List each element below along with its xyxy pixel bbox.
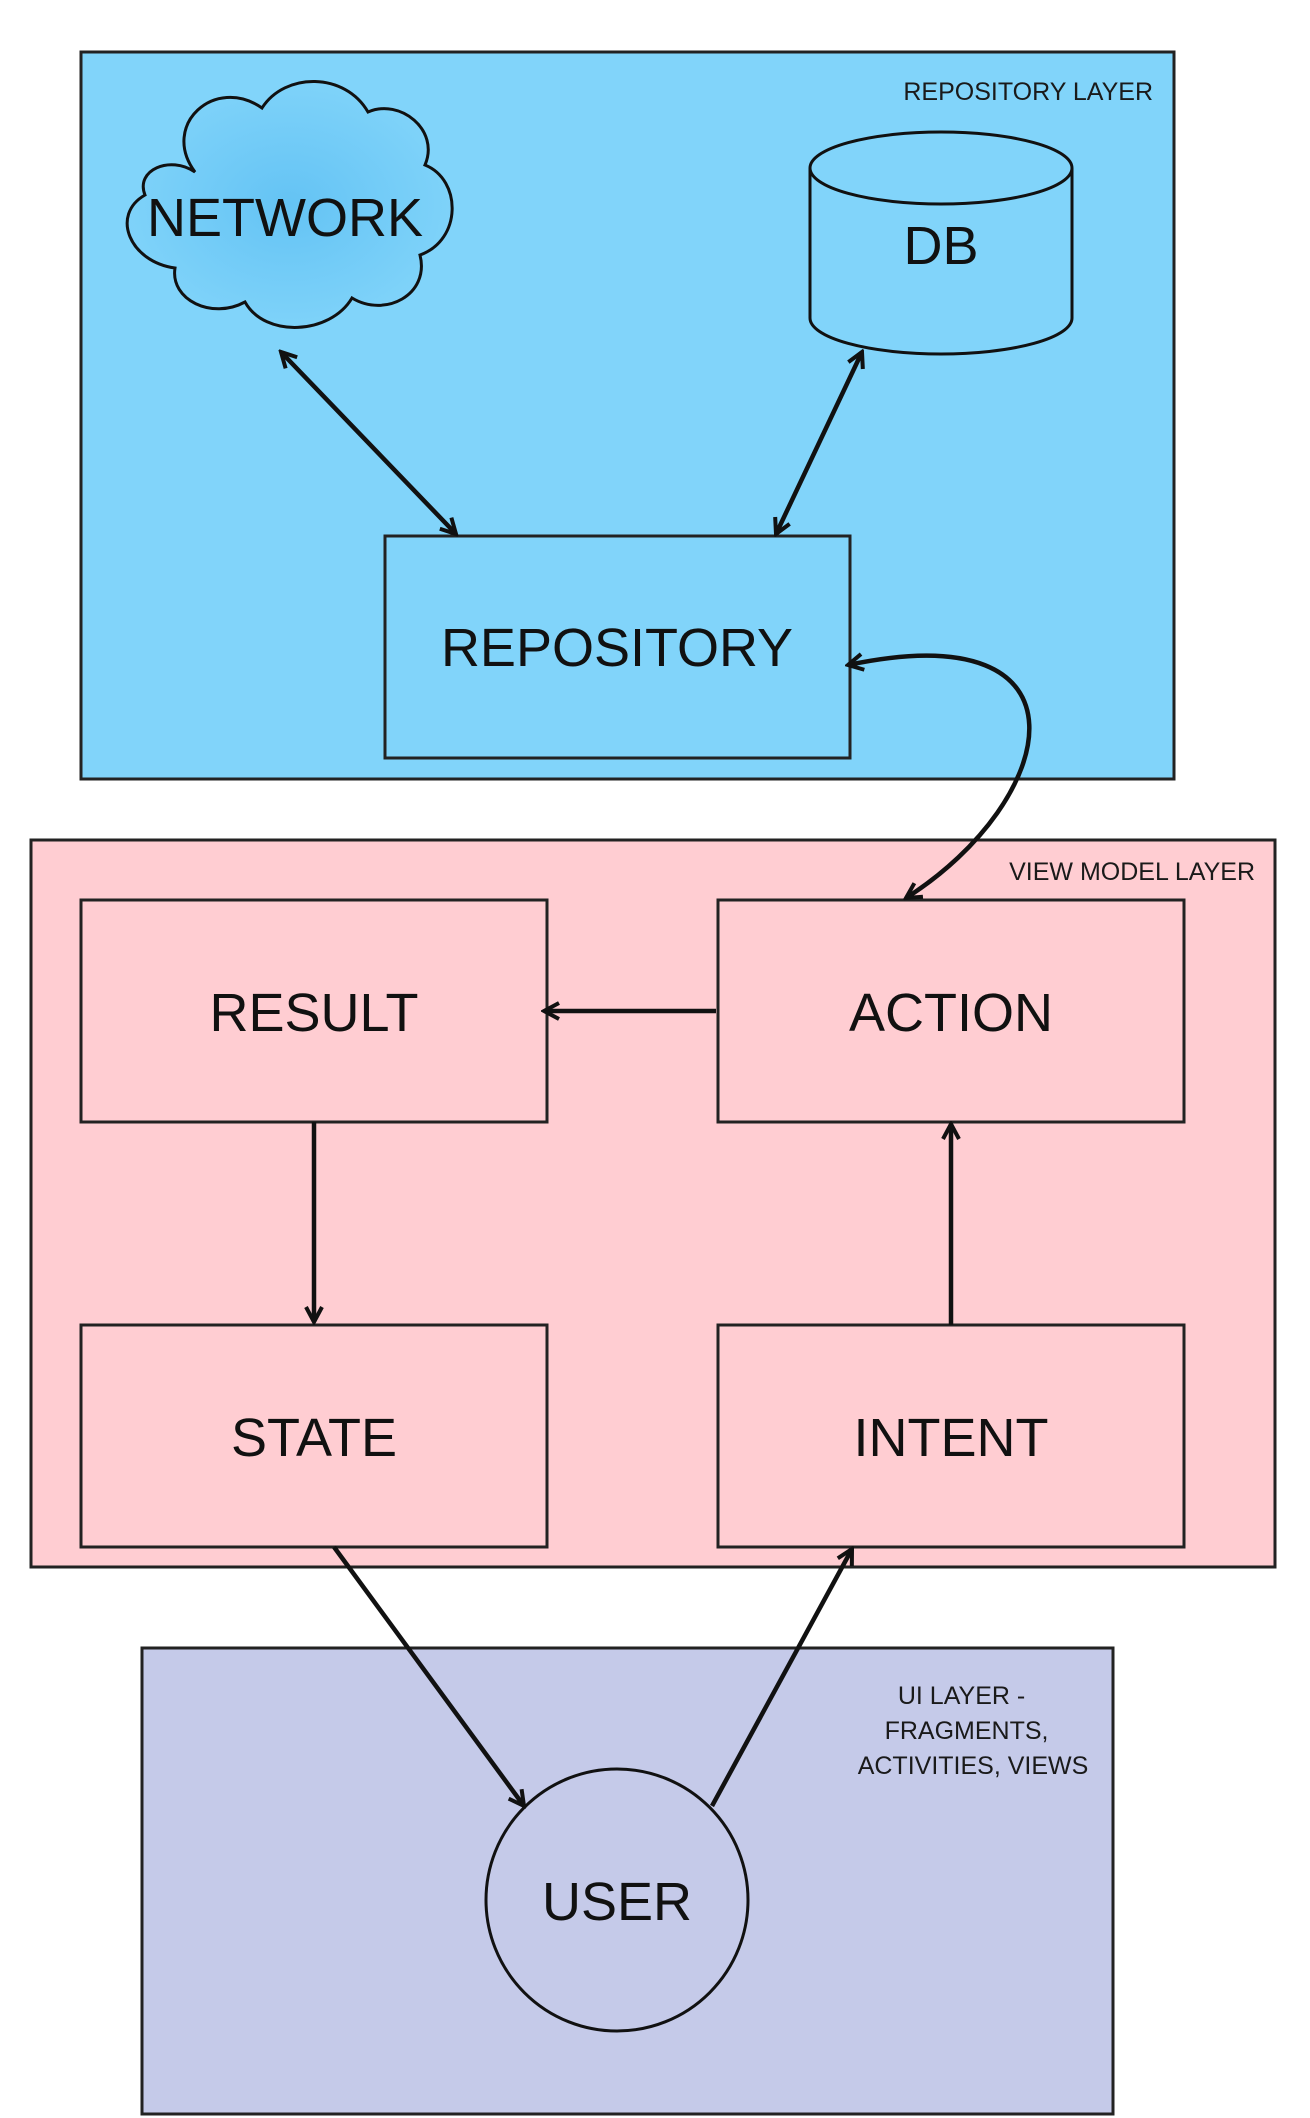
action-box	[716, 898, 1186, 1124]
db-label: DB	[903, 216, 978, 276]
user-circle	[484, 1767, 750, 2033]
arrow-network-repository	[281, 352, 456, 534]
repository-label: REPOSITORY	[441, 618, 793, 678]
intent-box	[716, 1323, 1186, 1549]
state-box	[79, 1323, 549, 1549]
user-label: USER	[542, 1872, 692, 1932]
ui-layer-label: UI LAYER - FRAGMENTS, ACTIVITIES, VIEWS	[858, 1682, 1089, 1780]
network-cloud: NETWORK	[125, 80, 454, 329]
arrow-db-repository	[776, 352, 862, 534]
viewmodel-layer-label: VIEW MODEL LAYER	[1009, 858, 1255, 886]
ui-layer-label-line-3: ACTIVITIES, VIEWS	[858, 1752, 1089, 1780]
db-cylinder: DB	[808, 130, 1074, 356]
ui-layer-label-line-2: FRAGMENTS,	[885, 1717, 1049, 1745]
arrow-repository-action	[848, 656, 1032, 898]
state-label: STATE	[231, 1408, 397, 1468]
repository-box	[383, 534, 852, 760]
result-label: RESULT	[209, 983, 418, 1043]
ui-layer-label-line-1: UI LAYER -	[898, 1682, 1025, 1710]
repository-layer-label: REPOSITORY LAYER	[903, 78, 1153, 106]
action-label: ACTION	[849, 983, 1053, 1043]
arrow-state-user	[332, 1545, 524, 1806]
intent-label: INTENT	[854, 1408, 1049, 1468]
network-label: NETWORK	[147, 188, 423, 248]
arrow-user-intent	[710, 1549, 852, 1808]
